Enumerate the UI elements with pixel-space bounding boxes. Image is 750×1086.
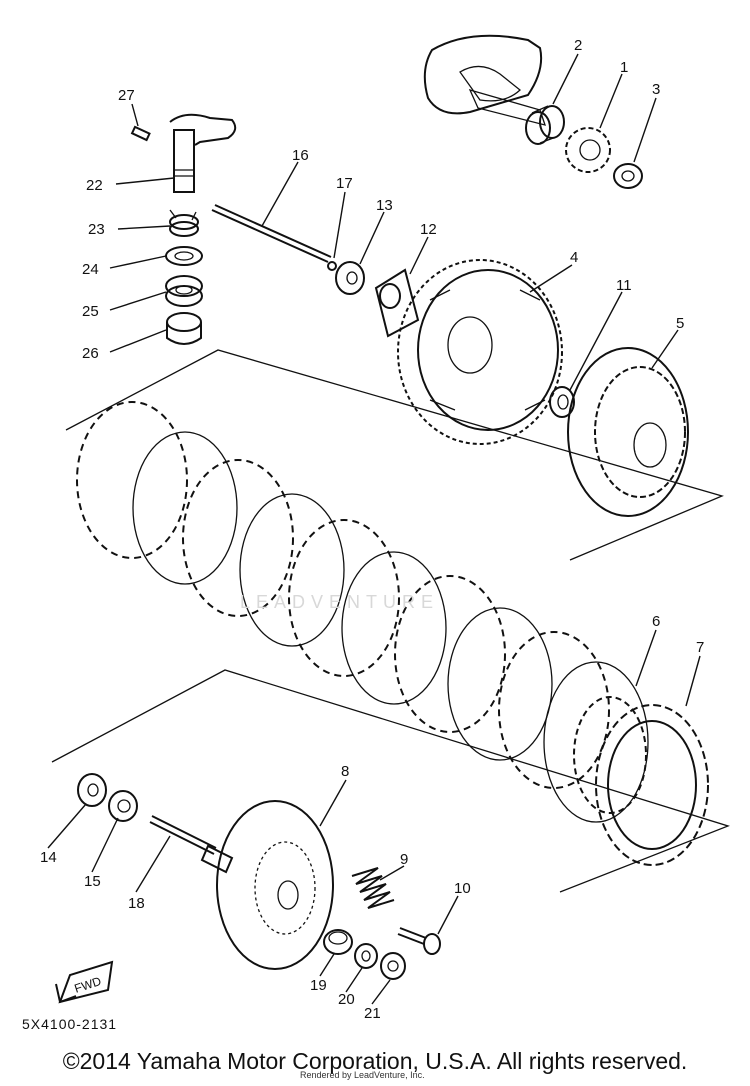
part-label-26: 26 <box>82 345 99 362</box>
part-label-20: 20 <box>338 991 355 1008</box>
friction-plate-4 <box>394 575 506 733</box>
part-label-22: 22 <box>86 177 103 194</box>
nut-part-19 <box>323 929 353 955</box>
part-label-6: 6 <box>652 613 660 630</box>
part-label-27: 27 <box>118 87 135 104</box>
part-number-labels: 1 2 3 4 5 6 7 8 9 10 11 12 13 14 15 16 1… <box>40 37 704 1022</box>
part-label-11: 11 <box>616 277 632 294</box>
part-label-3: 3 <box>652 81 660 98</box>
thrust-washer-part-13 <box>335 261 365 295</box>
ball-part-17 <box>327 261 337 271</box>
primary-gear-part-1 <box>565 127 611 173</box>
push-rod-part-16 <box>211 204 332 263</box>
clutch-housing-part-4 <box>397 259 563 445</box>
friction-plate-1 <box>76 401 188 559</box>
part-label-10: 10 <box>454 880 471 897</box>
oil-seal-part-24 <box>165 246 203 266</box>
washer-part-20 <box>354 943 378 969</box>
friction-plate-part-7 <box>595 704 709 866</box>
part-label-15: 15 <box>84 873 101 890</box>
clutch-plate-4 <box>447 607 553 761</box>
part-label-8: 8 <box>341 763 349 780</box>
spring-part-23 <box>169 209 199 237</box>
part-label-18: 18 <box>128 895 145 912</box>
clutch-plate-1 <box>132 431 238 585</box>
friction-plate-3 <box>288 519 400 677</box>
friction-plate-2 <box>182 459 294 617</box>
forward-arrow-icon: FWD <box>55 960 114 1004</box>
bolt-part-10 <box>397 927 441 955</box>
pin-part-27 <box>130 125 151 142</box>
clutch-plate-2 <box>239 493 345 647</box>
nut-part-3 <box>613 163 643 189</box>
thrust-washer-part-11 <box>549 386 575 418</box>
leader-lines <box>47 53 701 1005</box>
bearing-part-25 <box>165 275 203 307</box>
part-label-25: 25 <box>82 303 99 320</box>
push-rod-part-18 <box>149 815 234 874</box>
plate-group-bracket-lower <box>51 669 730 893</box>
rendered-by-note: Rendered by LeadVenture, Inc. <box>300 1070 425 1080</box>
part-label-23: 23 <box>88 221 105 238</box>
part-label-5: 5 <box>676 315 684 332</box>
collar-part-2 <box>525 105 565 145</box>
pressure-plate-part-8 <box>216 800 334 970</box>
part-label-21: 21 <box>364 1005 381 1022</box>
part-label-24: 24 <box>82 261 99 278</box>
nut-part-21 <box>380 952 406 980</box>
clutch-spring-part-9 <box>351 867 395 909</box>
part-label-17: 17 <box>336 175 353 192</box>
friction-plate-5 <box>498 631 610 789</box>
washer-part-14 <box>77 773 107 807</box>
part-label-14: 14 <box>40 849 57 866</box>
copyright-notice: ©2014 Yamaha Motor Corporation, U.S.A. A… <box>62 1048 688 1074</box>
part-label-19: 19 <box>310 977 327 994</box>
push-lever-shaft-part-22 <box>169 113 237 193</box>
crankcase-cover-part <box>423 34 546 126</box>
clutch-plate-part-6 <box>543 661 649 823</box>
part-label-12: 12 <box>420 221 437 238</box>
needle-bearing-part-26 <box>166 312 202 345</box>
part-label-1: 1 <box>620 59 628 76</box>
part-label-7: 7 <box>696 639 704 656</box>
clutch-boss-part-5 <box>567 347 689 517</box>
part-label-13: 13 <box>376 197 393 214</box>
drawing-code: 5X4100-2131 <box>22 1016 118 1032</box>
part-label-9: 9 <box>400 851 408 868</box>
spacer-part-12 <box>374 268 420 338</box>
nut-part-15 <box>108 790 138 822</box>
clutch-plate-3 <box>341 551 447 705</box>
watermark-text: LEADVENTURE <box>240 592 440 612</box>
part-label-4: 4 <box>570 249 578 266</box>
part-label-16: 16 <box>292 147 309 164</box>
part-label-2: 2 <box>574 37 582 54</box>
plate-group-bracket-upper <box>65 349 724 561</box>
